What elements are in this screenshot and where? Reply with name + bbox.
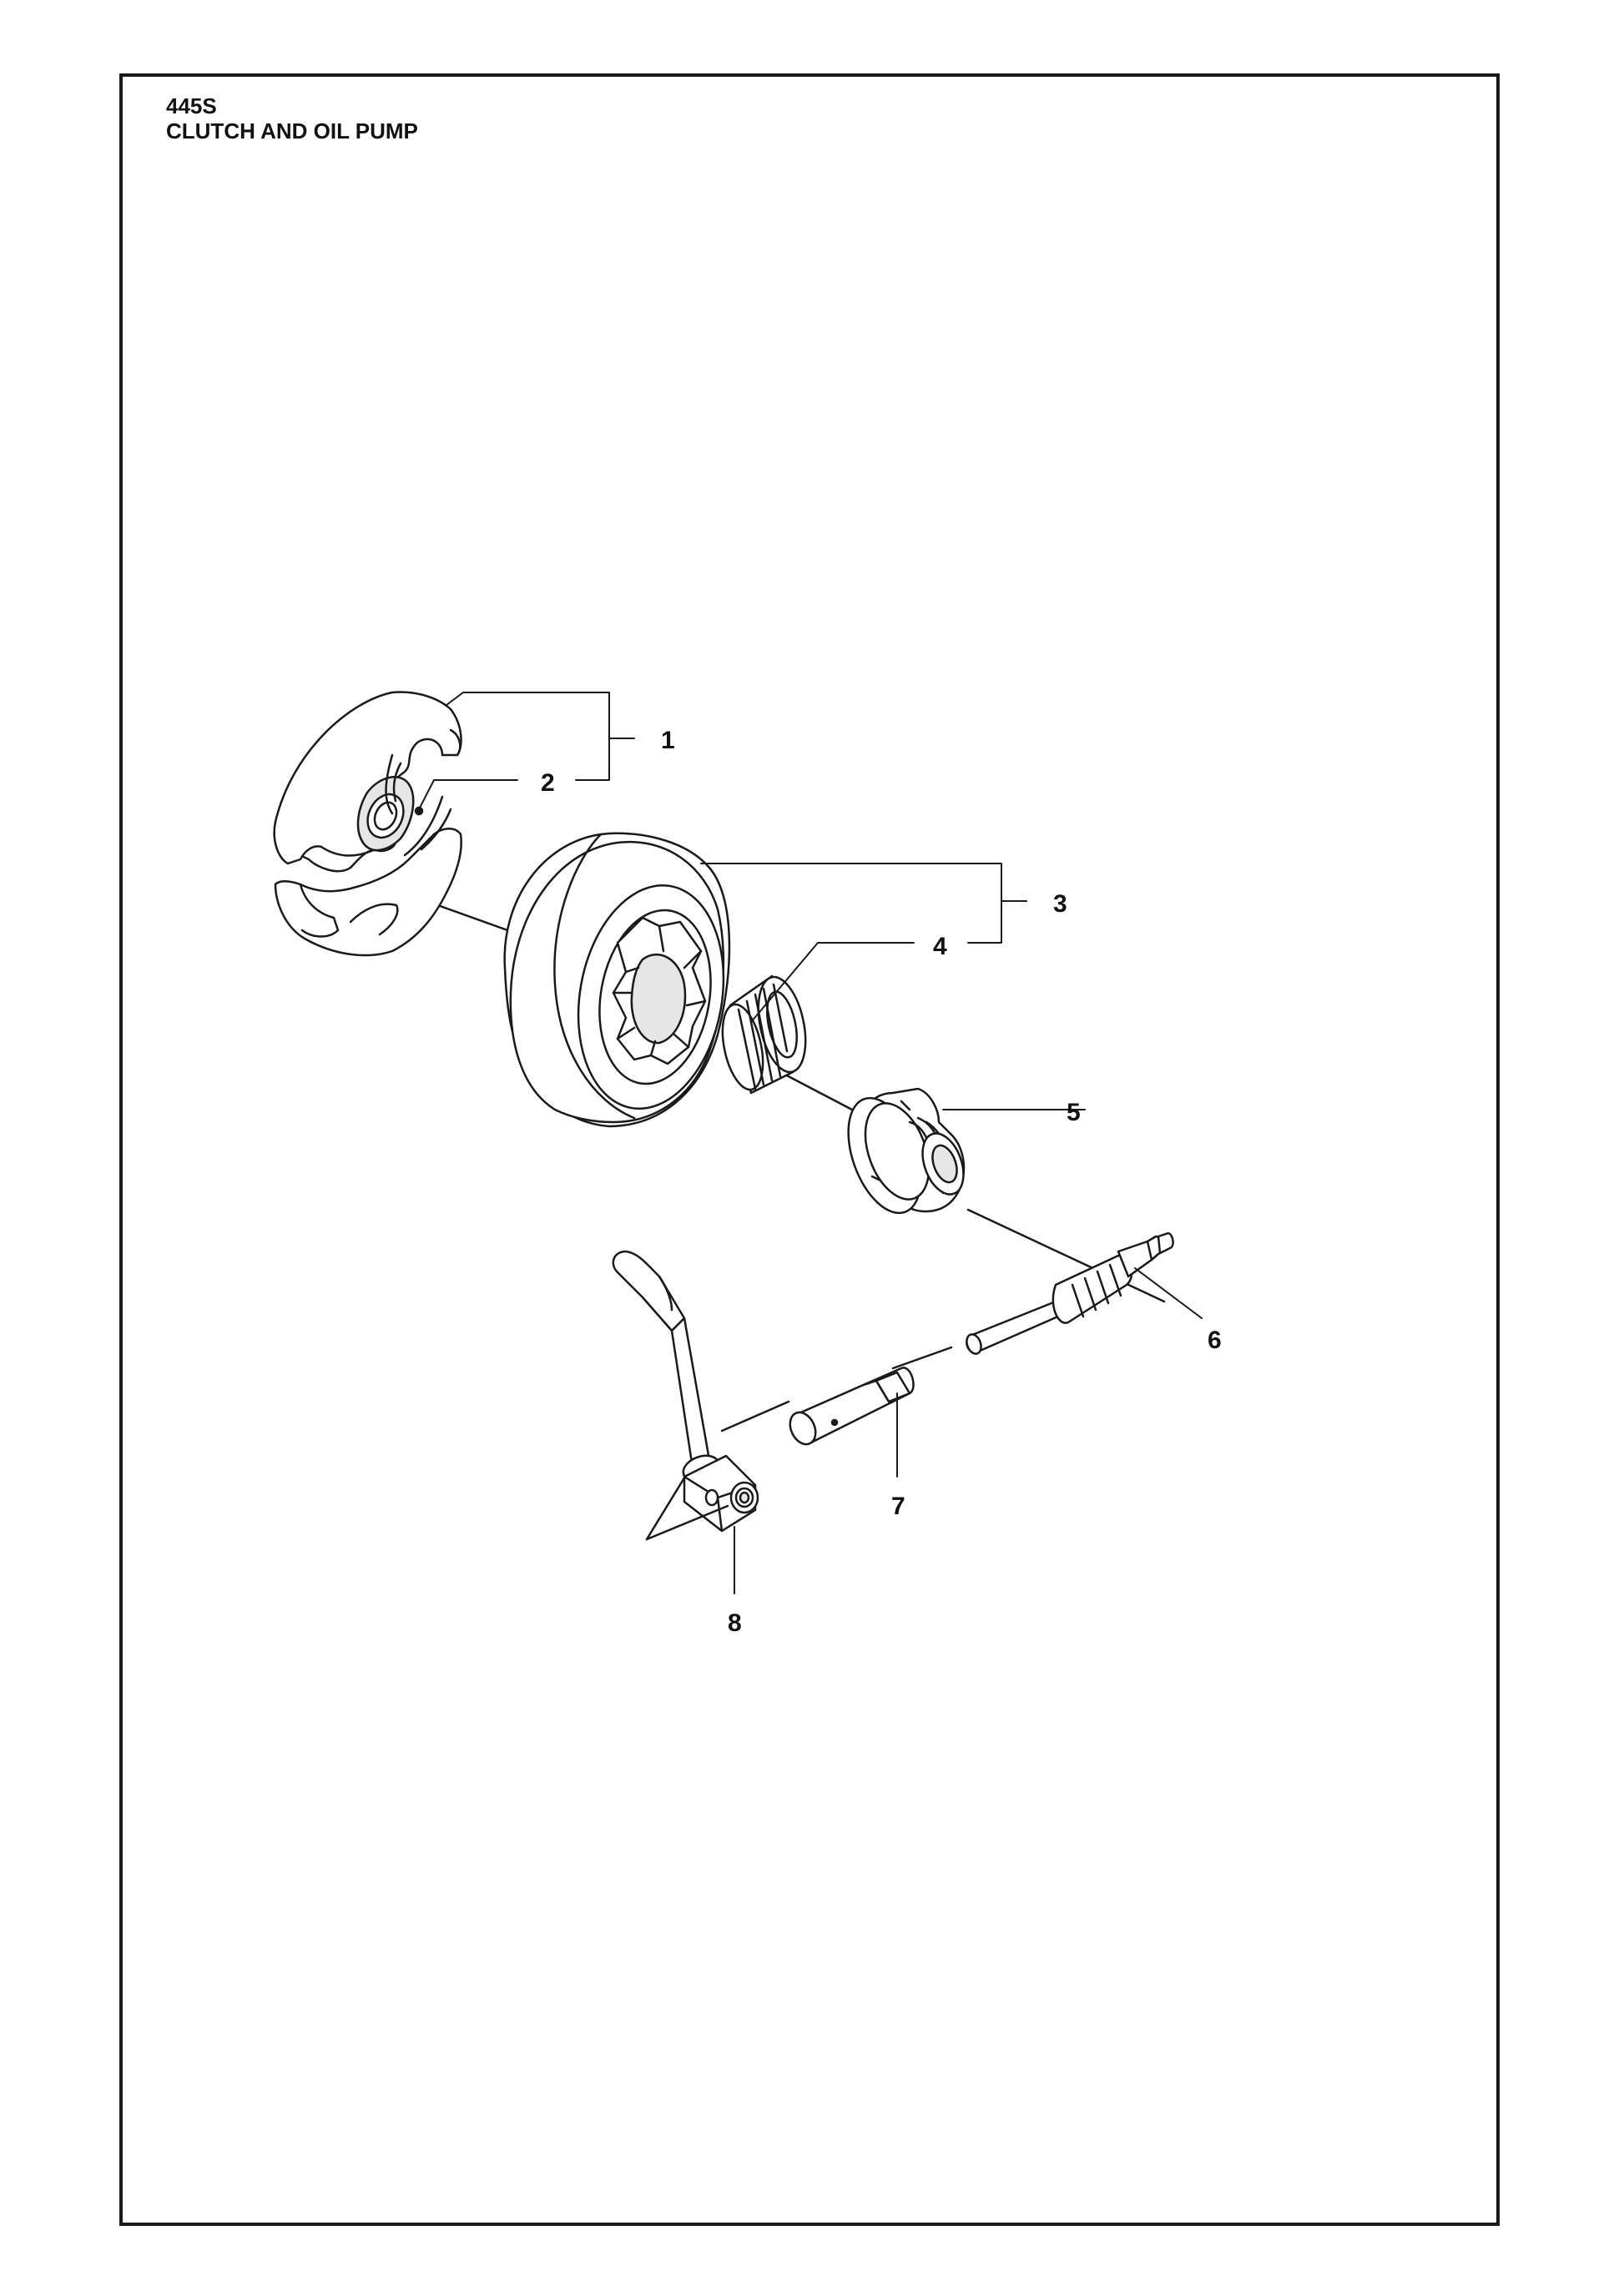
callout-2: 2 (541, 769, 555, 797)
section-title: CLUTCH AND OIL PUMP (166, 118, 418, 144)
worm-gear-part (847, 1087, 966, 1215)
leader-6 (1134, 1267, 1203, 1319)
page-frame (119, 73, 1500, 2226)
leader-lines (418, 692, 1203, 1594)
page-header: 445S CLUTCH AND OIL PUMP (166, 93, 418, 144)
lever-axis-out (645, 1504, 729, 1541)
callout-4: 4 (933, 933, 947, 960)
callout-1: 1 (661, 727, 675, 754)
callout-6: 6 (1208, 1327, 1222, 1354)
leader-1 (446, 692, 635, 781)
pump-axis (891, 1346, 953, 1370)
model-number: 445S (166, 93, 217, 118)
callout-5: 5 (1067, 1099, 1081, 1126)
needle-bearing-part (721, 974, 807, 1095)
pump-axis-2 (720, 1400, 790, 1432)
callout-3: 3 (1053, 890, 1067, 918)
leader-2 (418, 779, 518, 810)
callout-7: 7 (891, 1493, 905, 1520)
clutch-drum-part (503, 832, 731, 1128)
pump-shaft-part (966, 1231, 1174, 1355)
oil-pump-lever-part (612, 1250, 759, 1533)
leader-4 (750, 942, 915, 1023)
callout-8: 8 (728, 1609, 742, 1637)
clutch-shoes-part (273, 691, 462, 957)
leader-3 (700, 863, 1027, 944)
piston-sleeve-part (789, 1367, 915, 1446)
assembly-axis-lower (966, 1208, 1166, 1303)
